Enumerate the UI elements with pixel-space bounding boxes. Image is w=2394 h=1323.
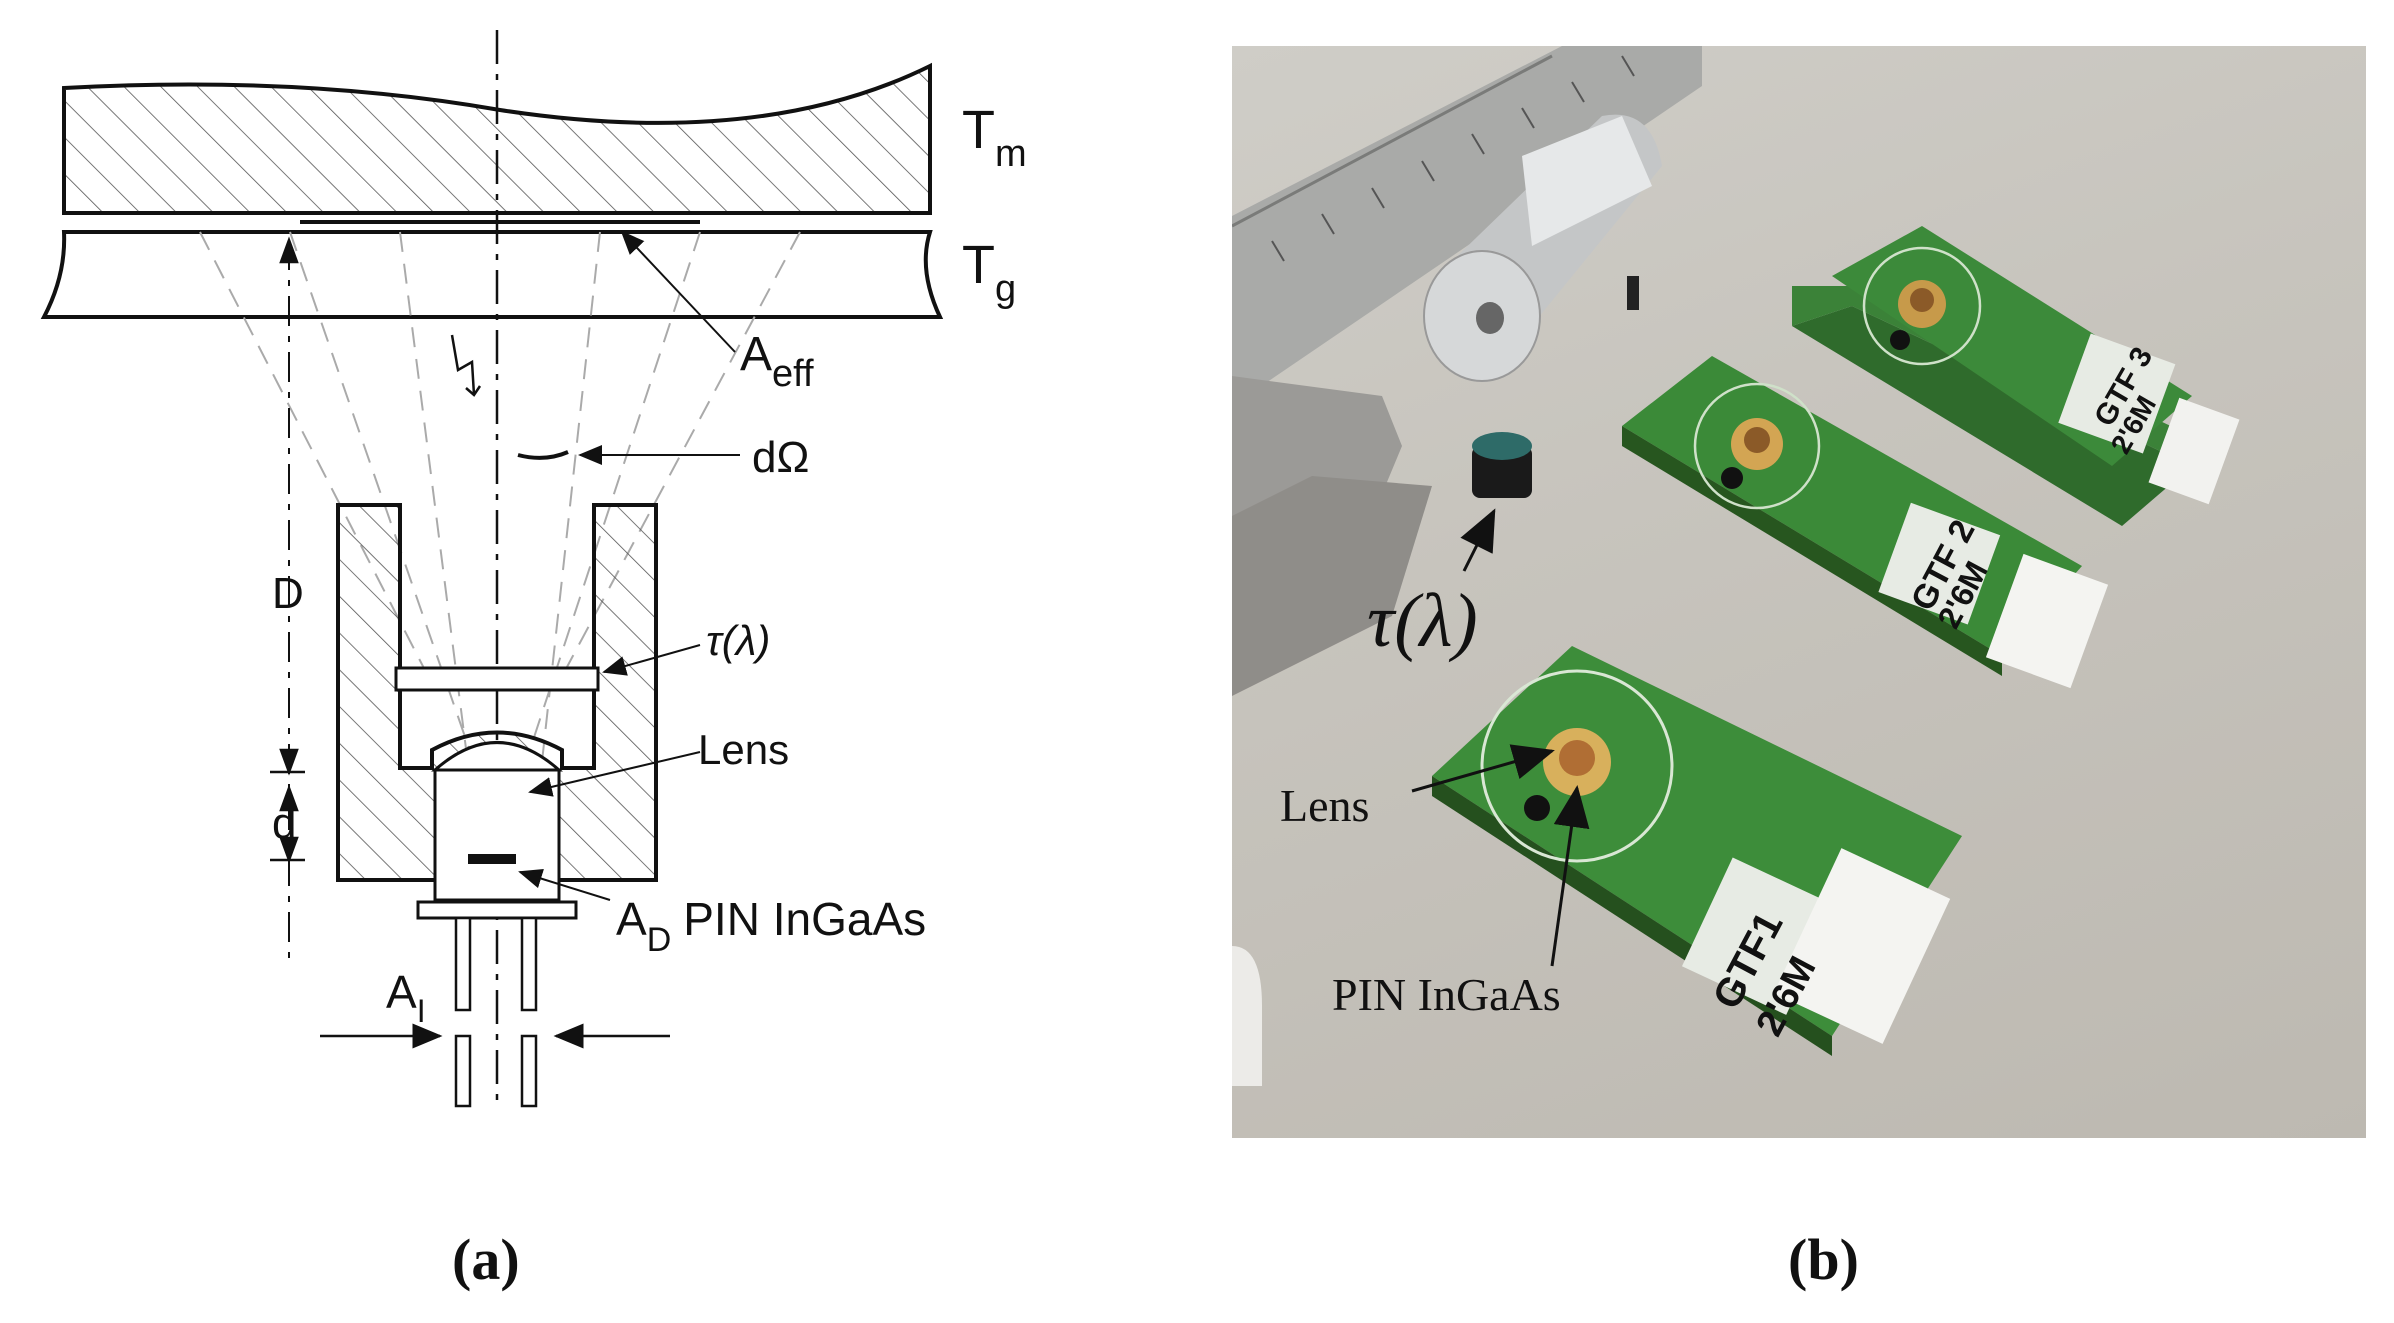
ai-label: A [386, 966, 417, 1018]
tau-leader [602, 644, 701, 676]
tg-label: T [962, 235, 995, 295]
ad-leader [518, 868, 611, 901]
sensor-photo: GTF 3 2'6M GTF 2 2'6M GTF1 [1232, 46, 2366, 1138]
sensor-board-3: GTF 3 2'6M [1792, 226, 2240, 526]
optical-filter [394, 666, 600, 692]
detector-chip [468, 854, 516, 864]
aeff-leader [620, 230, 736, 353]
aluminium-cylinder [1423, 114, 1662, 382]
photo-tau-label: τ(λ) [1367, 579, 1478, 663]
detector-pins [454, 916, 538, 1108]
svg-text:Tm: Tm [962, 100, 1027, 175]
radiation-arrow-icon [450, 334, 482, 397]
tg-subscript: g [995, 268, 1016, 310]
tm-label: T [962, 100, 995, 160]
detector-flange [416, 900, 578, 920]
glass-layer [40, 230, 944, 319]
aeff-label: A [740, 328, 772, 381]
solid-angle-arc [517, 450, 569, 460]
pin-arrow [1550, 785, 1590, 967]
tm-subscript: m [995, 133, 1027, 175]
lens-label: Lens [698, 726, 789, 773]
caption-b: (b) [1788, 1227, 1859, 1292]
lens-leader [528, 751, 701, 797]
ad-subscript: D [647, 921, 672, 959]
tau-arrow [1460, 508, 1496, 572]
aeff-subscript: eff [772, 353, 814, 395]
photo-pin-label: PIN InGaAs [1332, 969, 1561, 1020]
lens-arrow [1411, 744, 1555, 793]
photo-lens-label: Lens [1280, 780, 1369, 831]
ad-label: A [616, 893, 647, 945]
pin-label: PIN InGaAs [683, 893, 926, 945]
svg-text:Tg: Tg [962, 235, 1016, 310]
white-object [1232, 946, 1262, 1086]
domega-label: dΩ [752, 433, 809, 482]
sensor-board-1: GTF1 2'6M [1432, 646, 1962, 1056]
lens-dome [431, 741, 563, 772]
sensor-board-2: GTF 2 2'6M [1622, 356, 2109, 689]
sensor-housing [336, 503, 658, 882]
dimension-D [270, 236, 305, 960]
caption-a: (a) [452, 1227, 520, 1292]
svg-text:AI: AI [386, 966, 426, 1029]
tau-label: τ(λ) [706, 617, 770, 664]
svg-text:Aeff: Aeff [740, 328, 814, 395]
ai-subscript: I [417, 993, 426, 1029]
distance-d-label: d [272, 799, 296, 848]
distance-D-label: D [272, 569, 304, 618]
small-filter-disk [1472, 432, 1532, 498]
